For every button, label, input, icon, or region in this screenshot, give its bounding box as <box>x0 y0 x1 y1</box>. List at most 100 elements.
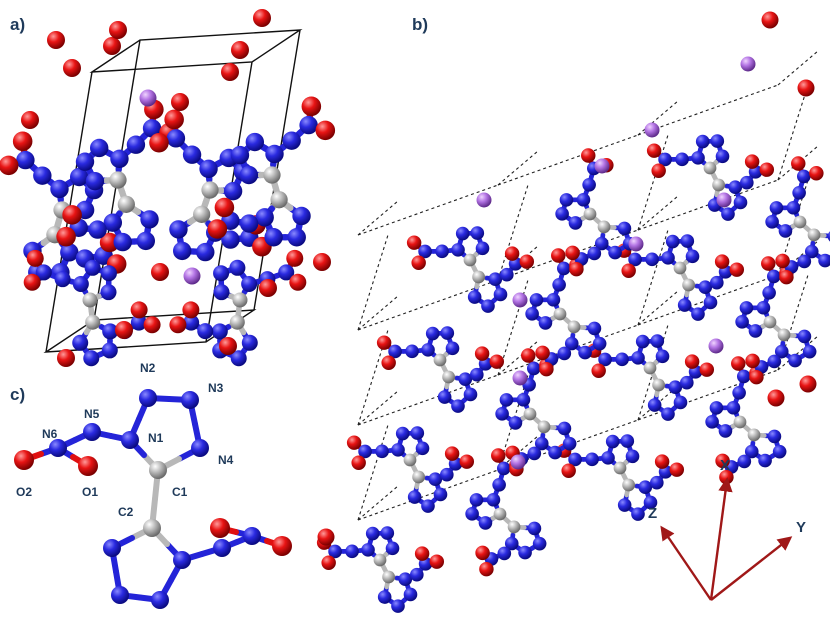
potassium-atom <box>512 370 528 386</box>
x-axis-label: X <box>720 457 730 474</box>
nitrogen-atom <box>650 334 665 348</box>
carbon-atom <box>622 478 635 492</box>
nitrogen-atom <box>527 521 542 536</box>
carbon-atom <box>733 415 747 429</box>
nitrogen-atom <box>715 149 730 164</box>
nitrogen-atom <box>455 226 470 241</box>
lattice-edge <box>357 485 399 521</box>
nitrogen-atom <box>668 380 683 395</box>
molecule-b4 <box>705 356 787 485</box>
oxygen-atom <box>749 369 764 385</box>
nitrogen-atom <box>84 259 101 276</box>
nitrogen-atom <box>665 234 680 249</box>
nitrogen-atom <box>213 539 231 557</box>
nitrogen-atom <box>758 453 772 468</box>
nitrogen-atom <box>818 253 830 268</box>
nitrogen-atom <box>493 287 508 302</box>
potassium-atom <box>510 454 526 470</box>
nitrogen-atom <box>691 151 705 165</box>
potassium-atom <box>708 338 724 354</box>
nitrogen-atom <box>529 293 544 307</box>
carbon-atom <box>403 453 417 467</box>
nitrogen-atom <box>16 150 35 170</box>
nitrogen-atom <box>635 334 650 349</box>
lattice-edge <box>637 84 779 136</box>
lattice-edge <box>357 200 399 236</box>
nitrogen-atom <box>100 265 117 282</box>
molecule-a6 <box>169 249 307 367</box>
nitrogen-atom <box>385 541 400 556</box>
oxygen-atom <box>14 450 34 470</box>
nitrogen-atom <box>72 275 89 292</box>
nitrogen-atom <box>239 165 259 185</box>
nitrogen-atom <box>564 336 579 351</box>
nitrogen-atom <box>661 407 675 421</box>
nitrogen-atom <box>421 499 435 513</box>
nitrogen-atom <box>410 567 424 582</box>
nitrogen-atom <box>49 439 67 457</box>
nitrogen-atom <box>445 341 460 356</box>
nitrogen-atom <box>113 232 132 252</box>
nitrogen-atom <box>405 344 419 359</box>
nitrogen-atom <box>710 275 724 290</box>
nitrogen-atom <box>103 539 121 557</box>
nitrogen-atom <box>391 443 405 457</box>
nitrogen-atom <box>497 546 512 561</box>
atom-label-o2: O2 <box>16 485 32 499</box>
nitrogen-atom <box>223 181 243 201</box>
nitrogen-atom <box>435 244 449 259</box>
nitrogen-atom <box>182 145 202 164</box>
oxygen-atom <box>214 197 235 218</box>
oxygen-atom <box>714 254 730 269</box>
nitrogen-atom <box>111 586 129 604</box>
oxygen-atom <box>491 448 506 463</box>
nitrogen-atom <box>496 461 511 476</box>
molecule-b7 <box>586 334 715 421</box>
panel-c-label: c) <box>10 385 25 404</box>
oxygen-atom <box>182 301 200 319</box>
nitrogen-atom <box>601 451 615 465</box>
nitrogen-atom <box>578 345 592 360</box>
nitrogen-atom <box>142 119 162 138</box>
atom-label-n1: N1 <box>148 431 164 445</box>
carbon-atom <box>553 307 567 321</box>
potassium-atom <box>139 89 157 107</box>
nitrogen-atom <box>365 526 380 541</box>
nitrogen-atom <box>410 426 425 440</box>
panel-a-label: a) <box>10 15 25 34</box>
lattice-edge <box>357 390 399 426</box>
nitrogen-atom <box>767 429 782 444</box>
panel-b-molecules <box>316 11 830 613</box>
nitrogen-atom <box>264 228 283 247</box>
nitrogen-atom <box>769 201 784 215</box>
lattice-edge <box>777 274 809 371</box>
nitrogen-atom <box>615 352 629 367</box>
nitrogen-atom <box>486 492 501 507</box>
nitrogen-atom <box>241 275 258 292</box>
carbon-atom <box>412 470 425 484</box>
nitrogen-atom <box>433 487 448 502</box>
lattice-edge <box>497 134 639 186</box>
molecule-b8 <box>735 256 817 385</box>
atom-label-n2: N2 <box>140 361 156 375</box>
oxygen-atom <box>78 456 98 476</box>
nitrogen-atom <box>361 543 375 557</box>
nitrogen-atom <box>140 210 159 229</box>
nitrogen-atom <box>594 236 609 251</box>
carbon-atom <box>229 314 245 330</box>
nitrogen-atom <box>481 299 495 313</box>
nitrogen-atom <box>463 387 478 402</box>
oxygen-atom <box>301 96 322 117</box>
atom-label-c2: C2 <box>118 505 134 519</box>
oxygen-atom <box>21 111 39 129</box>
nitrogen-atom <box>230 350 247 367</box>
lattice-edge <box>777 84 809 181</box>
atom-label-n3: N3 <box>208 381 224 395</box>
nitrogen-atom <box>395 426 410 441</box>
nitrogen-atom <box>451 243 465 257</box>
nitrogen-atom <box>762 285 776 300</box>
oxygen-atom <box>381 355 396 370</box>
nitrogen-atom <box>130 314 147 331</box>
molecule-b9 <box>376 326 505 413</box>
